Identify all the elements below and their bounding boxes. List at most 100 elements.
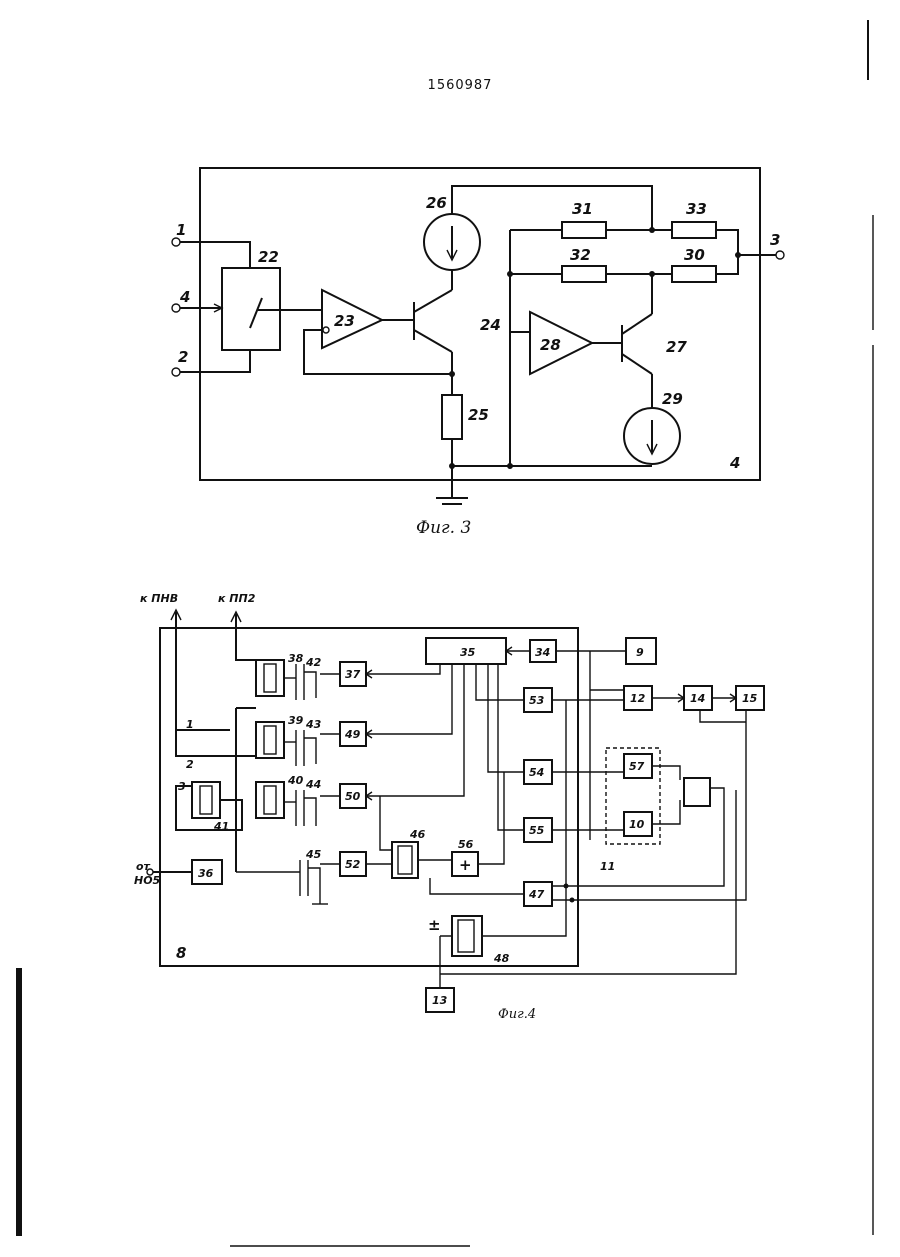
label-53: 54 <box>529 766 544 779</box>
wire-label-1: 1 <box>186 718 194 731</box>
label-50: 45 <box>305 848 322 861</box>
label-22: 22 <box>258 248 279 266</box>
label-45: 47 <box>528 888 545 901</box>
label-41: 39 <box>288 714 304 727</box>
wire <box>176 612 260 756</box>
wire <box>380 796 392 850</box>
wire <box>308 868 320 904</box>
label-56: 57 <box>629 760 645 773</box>
junction <box>507 271 513 277</box>
wire <box>652 766 680 780</box>
transformer-core <box>296 664 304 700</box>
wire <box>430 878 524 894</box>
label-51: 52 <box>345 858 361 871</box>
label-25: 25 <box>468 406 489 424</box>
label-57: 10 <box>629 818 645 831</box>
terminal-2-label: 2 <box>178 348 188 366</box>
transformer-core <box>296 790 304 826</box>
feedback-wire <box>304 330 452 374</box>
junction <box>735 252 741 258</box>
label-43: 41 <box>213 820 229 833</box>
label-11: 11 <box>600 860 615 873</box>
transformer-core <box>296 730 304 766</box>
wire-label-2: 2 <box>186 758 194 771</box>
label-13: 13 <box>432 994 448 1007</box>
terminal-1[interactable] <box>172 238 180 246</box>
transistor-24-collector <box>414 290 452 312</box>
resistor-31 <box>562 222 606 238</box>
sum-sign: + <box>459 856 472 874</box>
label-32: 32 <box>570 246 591 264</box>
block-10 <box>684 778 710 806</box>
wire <box>476 664 524 700</box>
resistor-30 <box>672 266 716 282</box>
block-40 <box>256 660 284 696</box>
label-49: 44 <box>305 778 321 791</box>
wire <box>478 772 504 864</box>
transformer-core <box>300 860 308 896</box>
junction <box>570 898 575 903</box>
junction <box>649 227 655 233</box>
fig4-caption: Фиг.4 <box>498 1007 536 1022</box>
label-40: 38 <box>288 652 304 665</box>
terminal-4-label: 4 <box>179 288 190 306</box>
label-from-bottom: НО5 <box>134 874 161 887</box>
label-37: 37 <box>345 668 361 681</box>
label-35: 35 <box>460 646 476 659</box>
label-44: 46 <box>409 828 426 841</box>
inverting-input <box>323 327 329 333</box>
wire <box>180 350 250 372</box>
wire <box>304 672 316 698</box>
transformer-50: 45 <box>236 848 328 904</box>
fig4-frame <box>160 628 578 966</box>
label-k-pp2: к ПП2 <box>218 592 256 605</box>
block-42 <box>256 782 284 818</box>
block-44 <box>392 842 418 878</box>
label-26: 26 <box>426 194 447 212</box>
resistor-32 <box>562 266 606 282</box>
wire <box>304 798 316 826</box>
label-54: 55 <box>529 824 545 837</box>
label-30: 30 <box>684 246 705 264</box>
block-46 <box>452 916 482 956</box>
label-55: 56 <box>458 838 474 851</box>
terminal-2[interactable] <box>172 368 180 376</box>
fig4-block-label: 8 <box>176 944 186 962</box>
label-39: 50 <box>345 790 361 803</box>
label-46: 48 <box>493 952 510 965</box>
label-42: 40 <box>287 774 304 787</box>
label-24: 24 <box>480 316 501 334</box>
label-27: 27 <box>666 338 687 356</box>
wire <box>700 710 746 722</box>
label-47: 42 <box>305 656 322 669</box>
wire <box>552 706 746 900</box>
terminal-4[interactable] <box>172 304 180 312</box>
wire <box>180 242 250 268</box>
label-38: 49 <box>344 728 361 741</box>
fig4-block-diagram: 8 к ПНВ к ПП2 1 2 3 38 39 40 41 <box>134 592 764 1022</box>
label-14: 14 <box>690 692 705 705</box>
label-15: 15 <box>742 692 758 705</box>
label-from-top: от <box>136 860 151 873</box>
fig3-circuit: 1 4 2 3 22 23 24 <box>172 168 784 538</box>
label-29: 29 <box>662 390 683 408</box>
resistor-25 <box>442 395 462 439</box>
terminal-3[interactable] <box>776 251 784 259</box>
wire <box>716 230 738 274</box>
fig3-caption: Фиг. 3 <box>416 518 471 538</box>
label-36: 36 <box>198 867 214 880</box>
wire <box>236 614 256 660</box>
label-k-pnv: к ПНВ <box>140 592 178 605</box>
wire <box>440 790 736 974</box>
label-33: 33 <box>686 200 707 218</box>
block-43 <box>192 782 220 818</box>
resistor-33 <box>672 222 716 238</box>
label-31: 31 <box>572 200 593 218</box>
label-48: 43 <box>305 718 322 731</box>
wire <box>366 664 464 796</box>
wire <box>488 664 524 772</box>
margin-bar <box>16 968 22 1236</box>
block-41 <box>256 722 284 758</box>
